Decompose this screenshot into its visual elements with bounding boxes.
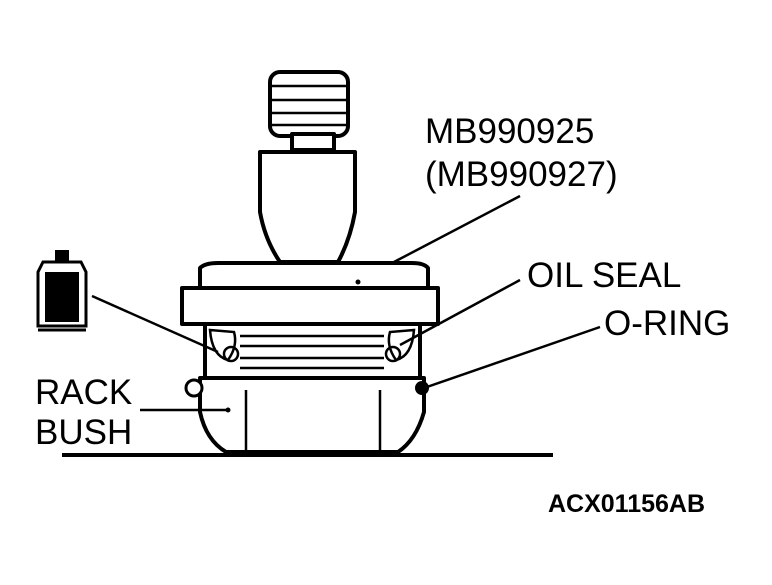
installer-flange (180, 261, 440, 326)
figure-code: ACX01156AB (548, 490, 705, 518)
label-tool-alt: (MB990927) (425, 155, 618, 194)
leader-oil-seal (399, 278, 521, 347)
label-bush: BUSH (35, 413, 132, 452)
label-oil-seal: OIL SEAL (527, 256, 681, 295)
label-tool-main: MB990925 (425, 112, 594, 151)
o-ring-left (184, 378, 204, 398)
installer-tool-body (258, 150, 357, 264)
housing-body (198, 376, 426, 454)
seal-assembly (203, 321, 422, 380)
leader-o-ring (423, 325, 601, 390)
leader-grease (91, 294, 219, 354)
grease-can-icon (36, 250, 88, 332)
label-o-ring: O-RING (604, 304, 730, 343)
leader-tool (393, 194, 521, 264)
installer-handle (268, 70, 350, 152)
label-rack: RACK (35, 373, 132, 412)
o-ring-right (415, 381, 429, 395)
